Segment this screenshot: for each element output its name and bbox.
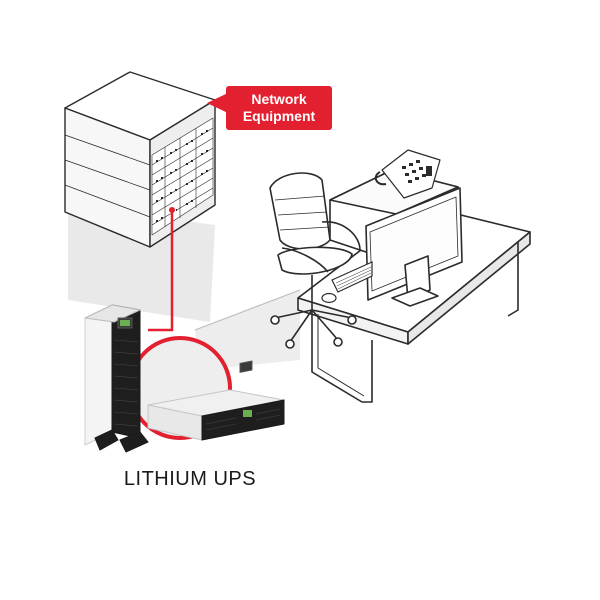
network-rack <box>64 71 216 248</box>
network-equipment-callout <box>207 86 332 130</box>
rack-ports <box>156 130 208 222</box>
network-equipment-label-line2: Equipment <box>242 108 316 124</box>
floor-shadow <box>68 205 301 370</box>
network-equipment-label-line1: Network <box>251 91 307 107</box>
desk-phone <box>374 149 441 199</box>
connector-line <box>148 210 174 332</box>
rack-ups <box>147 360 285 441</box>
office-chair <box>269 172 361 349</box>
mouse <box>321 292 337 304</box>
network-equipment-label: Network Equipment <box>229 91 329 125</box>
tower-ups <box>84 304 149 453</box>
keyboard <box>331 261 373 293</box>
computer-monitor <box>365 187 463 307</box>
lithium-ups-label: LITHIUM UPS <box>123 468 257 490</box>
